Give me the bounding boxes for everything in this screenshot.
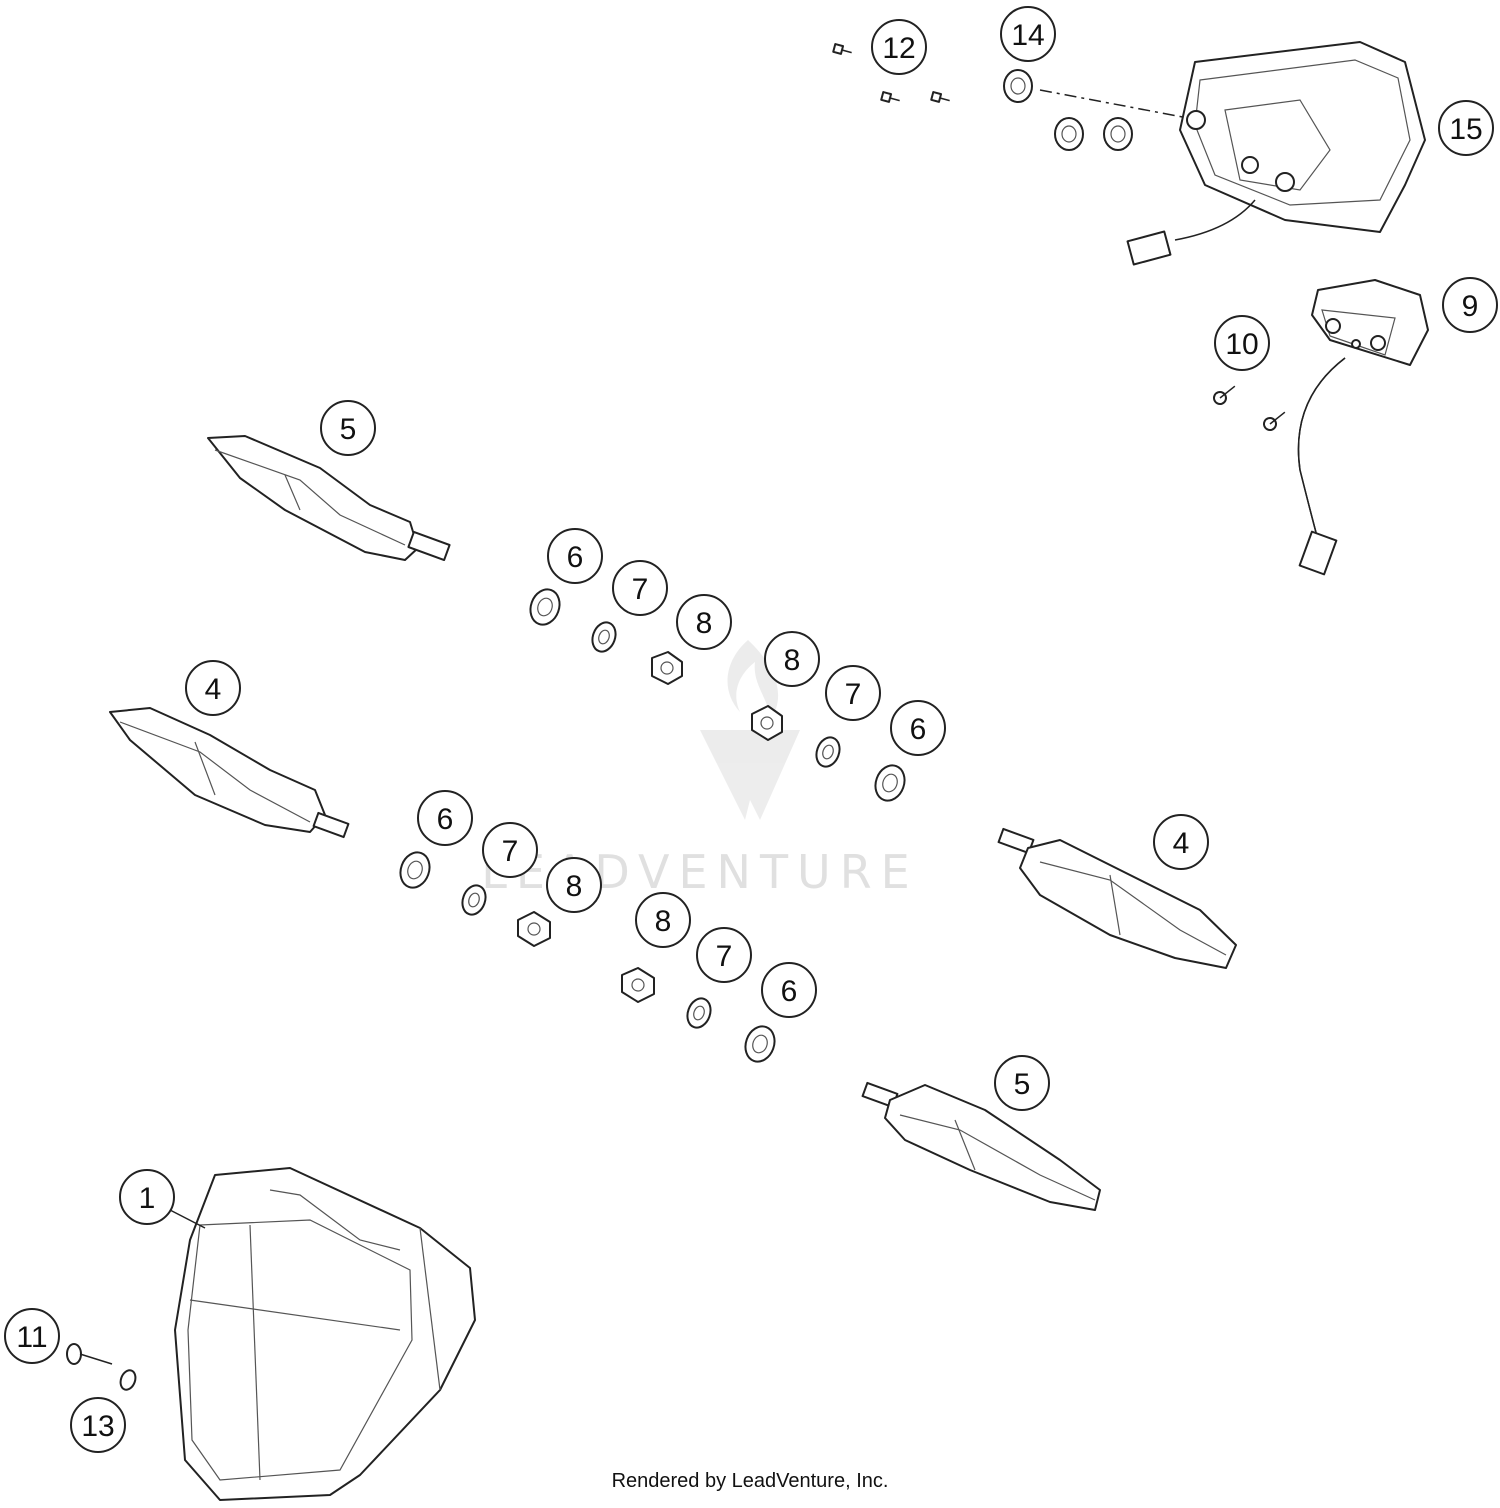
callout-circle <box>1442 277 1498 333</box>
callout-circle <box>635 892 691 948</box>
callout-circle <box>696 927 752 983</box>
callout-number: 9 <box>1462 290 1479 323</box>
callout-7: 7 <box>696 927 752 983</box>
callout-8: 8 <box>635 892 691 948</box>
callout-number: 5 <box>340 413 357 446</box>
callout-number: 10 <box>1225 328 1258 361</box>
callout-circle <box>547 528 603 584</box>
callout-circle <box>676 594 732 650</box>
license-plate-light-part <box>1297 279 1429 576</box>
callout-circle <box>417 790 473 846</box>
callout-11: 11 <box>4 1308 60 1364</box>
callout-number: 11 <box>16 1321 47 1354</box>
callout-number: 6 <box>781 975 798 1008</box>
callout-number: 6 <box>437 803 454 836</box>
callout-number: 8 <box>566 870 583 903</box>
callout-number: 6 <box>910 713 927 746</box>
callout-15: 15 <box>1438 100 1494 156</box>
callout-number: 8 <box>655 905 672 938</box>
callout-circle <box>1214 315 1270 371</box>
callout-number: 6 <box>567 541 584 574</box>
callout-number: 15 <box>1449 113 1482 146</box>
callout-12: 12 <box>871 19 927 75</box>
callout-6: 6 <box>761 962 817 1018</box>
callout-5: 5 <box>320 400 376 456</box>
callout-circle <box>70 1397 126 1453</box>
callout-number: 7 <box>845 678 862 711</box>
screw-part-11 <box>66 1343 113 1365</box>
callout-circle <box>1153 814 1209 870</box>
callout-7: 7 <box>612 560 668 616</box>
callout-8: 8 <box>764 631 820 687</box>
callout-number: 13 <box>81 1410 114 1443</box>
callout-number: 1 <box>139 1182 156 1215</box>
callout-circle <box>546 857 602 913</box>
callout-circle <box>320 400 376 456</box>
turn-signal-part-5-upper <box>207 435 451 562</box>
callout-number: 7 <box>716 940 733 973</box>
callout-7: 7 <box>482 822 538 878</box>
callout-circle <box>764 631 820 687</box>
callout-circle <box>482 822 538 878</box>
callout-number: 7 <box>502 835 519 868</box>
callout-8: 8 <box>676 594 732 650</box>
screw-parts-12 <box>832 43 950 103</box>
callout-6: 6 <box>547 528 603 584</box>
callout-5: 5 <box>994 1055 1050 1111</box>
leader-lines <box>169 1209 206 1229</box>
callout-circle <box>119 1169 175 1225</box>
callout-7: 7 <box>825 665 881 721</box>
callout-circle <box>1000 6 1056 62</box>
callout-circle <box>1438 100 1494 156</box>
callout-circle <box>994 1055 1050 1111</box>
callout-circle <box>871 19 927 75</box>
washer-nut-parts <box>399 588 906 1063</box>
callout-number: 14 <box>1011 19 1044 52</box>
callout-number: 5 <box>1014 1068 1031 1101</box>
callout-circle <box>761 962 817 1018</box>
grommet-parts <box>1003 69 1189 151</box>
callout-circle <box>825 665 881 721</box>
callout-9: 9 <box>1442 277 1498 333</box>
callout-6: 6 <box>417 790 473 846</box>
callout-number: 4 <box>205 673 222 706</box>
callout-number: 12 <box>882 32 915 65</box>
callout-number: 7 <box>632 573 649 606</box>
footer-credit: Rendered by LeadVenture, Inc. <box>612 1470 889 1492</box>
turn-signal-part-4-right <box>997 827 1237 969</box>
headlight-part <box>174 1167 476 1501</box>
screw-parts-10 <box>1213 385 1286 431</box>
callout-6: 6 <box>890 700 946 756</box>
callout-circle <box>4 1308 60 1364</box>
washer-part-13 <box>119 1369 137 1391</box>
callout-circle <box>612 560 668 616</box>
turn-signal-part-5-lower <box>861 1081 1101 1211</box>
callout-number: 8 <box>784 644 801 677</box>
callout-4: 4 <box>1153 814 1209 870</box>
callout-number: 4 <box>1173 827 1190 860</box>
callout-8: 8 <box>546 857 602 913</box>
callout-circle <box>185 660 241 716</box>
instrument-cluster-part <box>1126 41 1426 266</box>
callout-4: 4 <box>185 660 241 716</box>
callout-13: 13 <box>70 1397 126 1453</box>
callout-1: 1 <box>119 1169 175 1225</box>
callout-number: 8 <box>696 607 713 640</box>
turn-signal-part-4-left <box>109 707 350 839</box>
callout-10: 10 <box>1214 315 1270 371</box>
callout-circle <box>890 700 946 756</box>
callout-14: 14 <box>1000 6 1056 62</box>
